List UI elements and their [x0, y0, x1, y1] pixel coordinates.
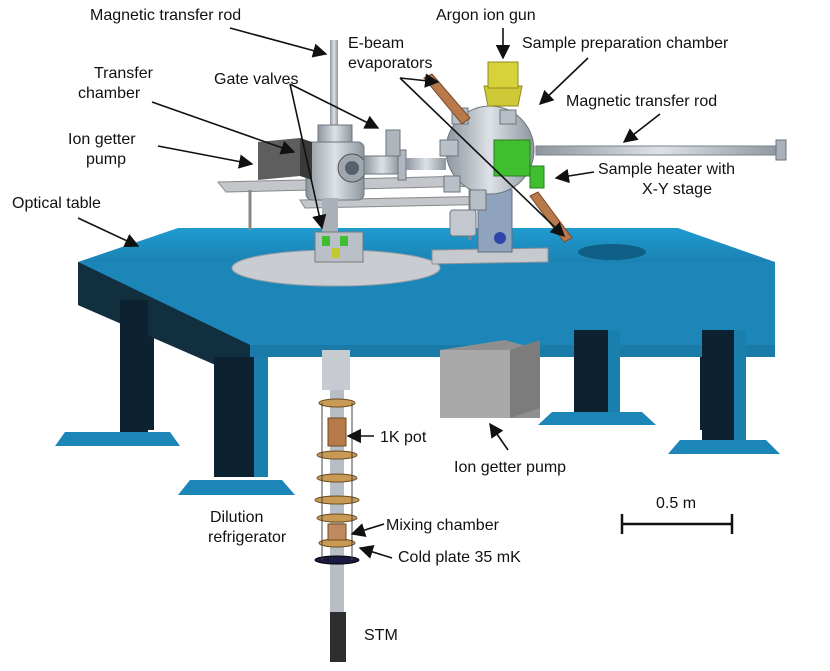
- label-ion-getter-pump-top-line2: pump: [86, 151, 127, 168]
- label-dilution-line2: refrigerator: [208, 529, 287, 546]
- label-magnetic-transfer-rod-right: Magnetic transfer rod: [566, 93, 718, 110]
- label-ion-getter-pump-top-line1: Ion getter: [68, 131, 136, 148]
- label-sample-heater-line2: X-Y stage: [642, 181, 712, 198]
- label-magnetic-transfer-rod-top: Magnetic transfer rod: [90, 7, 242, 24]
- label-optical-table: Optical table: [12, 195, 101, 212]
- dilution-refrigerator-insert: [314, 350, 360, 662]
- label-transfer-chamber-line2: chamber: [78, 85, 141, 102]
- label-scale-bar: 0.5 m: [656, 495, 697, 512]
- label-gate-valves: Gate valves: [214, 71, 299, 88]
- label-sample-heater-line1: Sample heater with: [598, 161, 735, 178]
- label-mixing-chamber: Mixing chamber: [386, 517, 499, 534]
- label-ebeam-line2: evaporators: [348, 55, 433, 72]
- bottom-ion-getter-pump: [440, 340, 540, 418]
- gate-valves: [314, 231, 364, 263]
- pointer-arrows: [77, 27, 661, 559]
- label-dilution-line1: Dilution: [210, 509, 264, 526]
- label-sample-preparation-chamber: Sample preparation chamber: [522, 35, 729, 52]
- label-cold-plate: Cold plate 35 mK: [398, 549, 521, 566]
- label-argon-ion-gun: Argon ion gun: [436, 7, 536, 24]
- label-1k-pot: 1K pot: [380, 429, 427, 446]
- sample-preparation-chamber: [423, 61, 787, 265]
- label-ion-getter-pump-bottom: Ion getter pump: [454, 459, 567, 476]
- optical-table: [55, 228, 780, 495]
- scale-bar: [620, 514, 734, 534]
- label-stm: STM: [364, 627, 398, 644]
- label-transfer-chamber-line1: Transfer: [94, 65, 153, 82]
- label-ebeam-line1: E-beam: [348, 35, 405, 52]
